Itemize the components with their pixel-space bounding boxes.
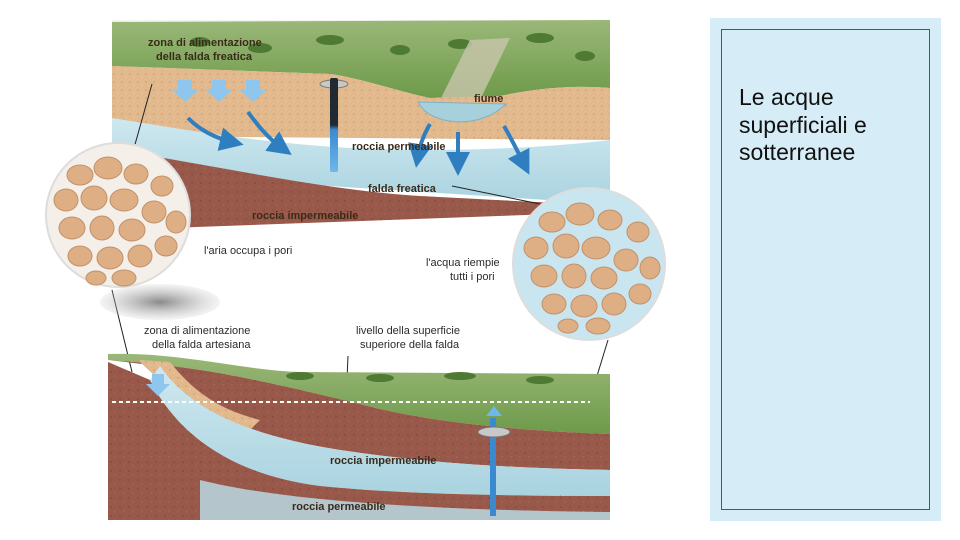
label-bottom-recharge-2: della falda artesiana (152, 339, 251, 351)
cloud-icon (100, 284, 220, 320)
label-water-table: falda freatica (368, 183, 437, 195)
bottom-grass (108, 353, 610, 434)
label-top-permeable: roccia permeabile (352, 141, 446, 153)
bottom-recharge-sand (140, 360, 260, 430)
water-drop-arrow-icon (146, 374, 170, 396)
title-panel: Le acque superficiali e sotterranee (710, 18, 941, 521)
label-level-2: superiore della falda (360, 339, 460, 351)
label-bottom-impermeable: roccia impermeabile (330, 455, 436, 467)
bottom-deep-water (200, 480, 610, 520)
water-drop-arrow-icon (240, 80, 266, 102)
title-panel-border: Le acque superficiali e sotterranee (721, 29, 930, 510)
water-drop-arrow-icon (206, 80, 232, 102)
top-clay-layer (112, 150, 610, 230)
well-pipe-icon (477, 406, 511, 516)
label-top-recharge-1: zona di alimentazione (148, 37, 262, 49)
top-sand-layer (112, 66, 610, 140)
label-top-recharge-2: della falda freatica (156, 51, 253, 63)
label-top-impermeable: roccia impermeabile (252, 210, 358, 222)
well-pipe-icon (319, 78, 349, 172)
top-block (112, 20, 610, 230)
label-water-pores-2: tutti i pori (450, 271, 495, 283)
top-trees (190, 33, 595, 61)
bottom-aquifer (150, 366, 610, 496)
label-water-pores-1: l'acqua riempie (426, 257, 500, 269)
top-river-bowl (417, 101, 508, 123)
label-bottom-recharge-1: zona di alimentazione (144, 325, 250, 337)
bottom-block (100, 284, 610, 520)
magnifier-water-pores (512, 187, 666, 341)
slide-title: Le acque superficiali e sotterranee (739, 84, 867, 166)
bottom-upper-clay (108, 360, 610, 470)
top-flow-arrows (186, 110, 530, 176)
water-drop-arrow-icon (172, 80, 198, 102)
label-river: fiume (474, 93, 503, 105)
bottom-trees (286, 372, 554, 384)
magnifier-air-pores (45, 142, 191, 288)
bottom-lower-clay (108, 362, 610, 520)
label-bottom-permeable: roccia permeabile (292, 501, 386, 513)
label-air-pores: l'aria occupa i pori (204, 245, 292, 257)
label-level-1: livello della superficie (356, 325, 460, 337)
top-river-surface (440, 38, 510, 100)
top-recharge-arrows (172, 80, 266, 102)
